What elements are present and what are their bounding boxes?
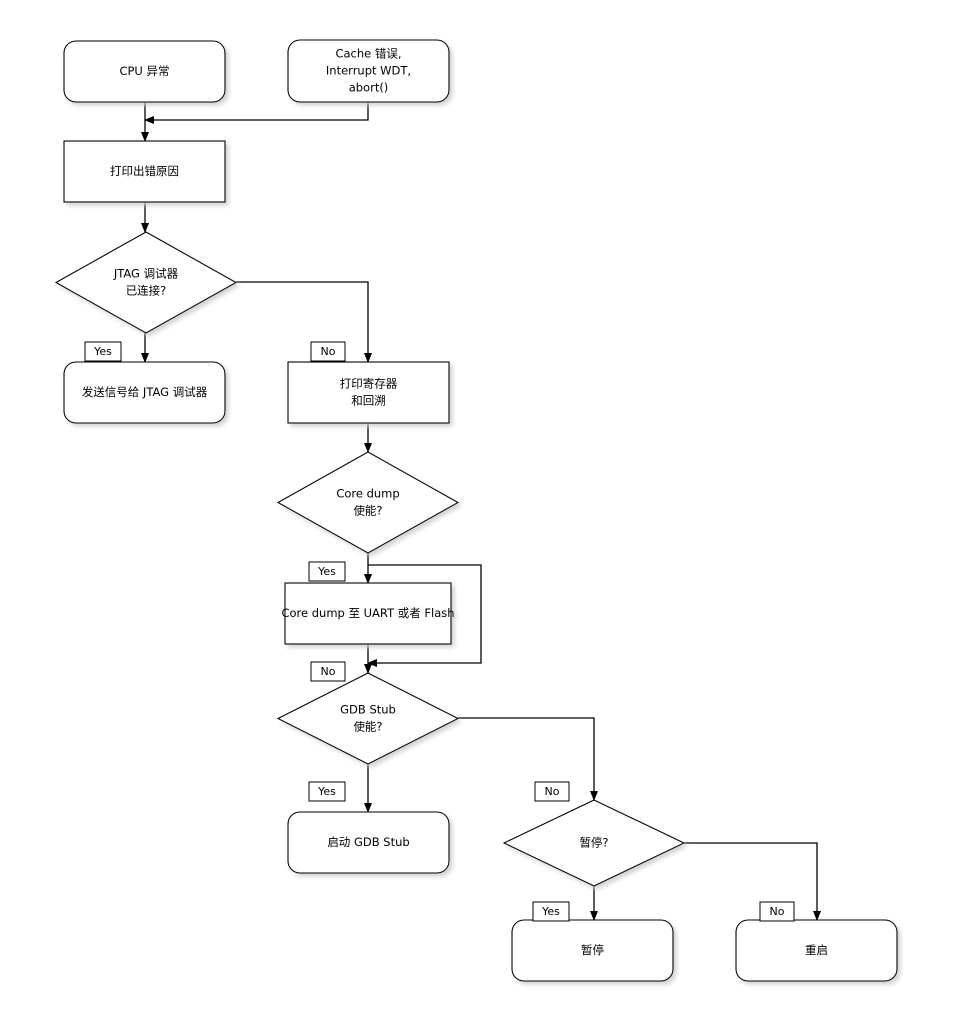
edge-label-box — [759, 901, 795, 922]
node-halt_question[interactable]: 暂停? — [502, 799, 686, 887]
node-shape-rounded — [287, 39, 450, 103]
node-label: 重启 — [805, 943, 828, 957]
node-shape-rounded — [511, 919, 674, 982]
edge-label-text: Yes — [317, 565, 336, 578]
connections-layer — [141, 102, 821, 921]
node-shape-diamond — [276, 451, 460, 554]
node-halt[interactable]: 暂停 — [511, 919, 674, 982]
edge-label-gdbstub_yes: Yes — [308, 781, 346, 802]
edge-label-box — [532, 901, 570, 922]
node-label: 暂停? — [579, 836, 608, 850]
node-label: 启动 GDB Stub — [327, 835, 409, 849]
nodes-layer: CPU 异常 Cache 错误, Interrupt WDT, abort() 打印出错… — [54, 39, 898, 982]
edge-label-text: Yes — [93, 345, 112, 358]
edge-label-gdbstub_no: No — [534, 781, 570, 802]
edge-label-box — [84, 341, 122, 362]
node-cpu_exception[interactable]: CPU 异常 — [63, 40, 226, 103]
node-shape-diamond — [276, 672, 460, 765]
node-shape-rectangle — [284, 582, 452, 645]
edge-label-box — [308, 561, 346, 582]
edge-label-coredump_no: No — [310, 661, 346, 682]
connector-coredumpq-bypass — [367, 564, 482, 667]
node-label: CPU 异常 — [119, 64, 169, 78]
edge-label-jtag_no: No — [310, 341, 346, 362]
node-shape-rectangle — [63, 140, 226, 203]
edge-label-halt_no: No — [759, 901, 795, 922]
edge-label-text: No — [321, 345, 336, 358]
edge-label-text: Yes — [541, 905, 560, 918]
edge-label-coredump_yes: Yes — [308, 561, 346, 582]
node-shape-rounded — [735, 919, 898, 982]
node-label: Core dump 至 UART 或者 Flash — [281, 606, 454, 620]
node-label: JTAG 调试器 — [113, 267, 179, 281]
node-label: 已连接? — [126, 284, 167, 298]
node-shape-diamond — [54, 231, 238, 334]
node-label: 使能? — [353, 504, 382, 518]
edge-label-box — [310, 341, 346, 362]
node-coredump_write[interactable]: Core dump 至 UART 或者 Flash — [281, 582, 455, 645]
node-label: GDB Stub — [340, 703, 396, 717]
node-label: 和回溯 — [351, 394, 386, 408]
edge-label-text: No — [545, 785, 560, 798]
node-gdbstub_enable[interactable]: GDB Stub 使能? — [276, 672, 460, 765]
node-label: 打印寄存器 — [340, 377, 398, 391]
node-label: Interrupt WDT, — [326, 64, 411, 78]
connector-gdbq-no-to-haltq — [458, 717, 598, 801]
connector-haltq-no-to-reboot — [684, 842, 821, 921]
edge-label-halt_yes: Yes — [532, 901, 570, 922]
node-cache_error[interactable]: Cache 错误, Interrupt WDT, abort() — [287, 39, 450, 103]
edge-label-jtag_yes: Yes — [84, 341, 122, 362]
node-label: 暂停 — [581, 943, 604, 957]
node-shape-rounded — [63, 361, 226, 424]
edge-label-text: No — [321, 665, 336, 678]
edge-label-box — [308, 781, 346, 802]
node-label: Core dump — [336, 487, 399, 501]
edge-label-text: No — [770, 905, 785, 918]
node-start_gdbstub[interactable]: 启动 GDB Stub — [287, 811, 450, 874]
edge-label-box — [310, 661, 346, 682]
node-label: abort() — [349, 81, 389, 95]
node-reboot[interactable]: 重启 — [735, 919, 898, 982]
node-shape-rectangle — [287, 361, 450, 424]
node-label: 打印出错原因 — [110, 164, 179, 178]
node-shape-rounded — [287, 811, 450, 874]
node-shape-rounded — [63, 40, 226, 103]
node-label: 发送信号给 JTAG 调试器 — [82, 385, 208, 399]
node-shape-diamond — [502, 799, 686, 887]
node-label: Cache 错误, — [335, 47, 401, 61]
connector-jtag-no-to-registers — [236, 281, 372, 363]
node-signal_jtag[interactable]: 发送信号给 JTAG 调试器 — [63, 361, 226, 424]
node-print_reason[interactable]: 打印出错原因 — [63, 140, 226, 203]
node-label: 使能? — [353, 720, 382, 734]
edge-label-text: Yes — [317, 785, 336, 798]
node-coredump_enable[interactable]: Core dump 使能? — [276, 451, 460, 554]
edge-label-box — [534, 781, 570, 802]
connector-cache-to-print — [144, 102, 369, 124]
